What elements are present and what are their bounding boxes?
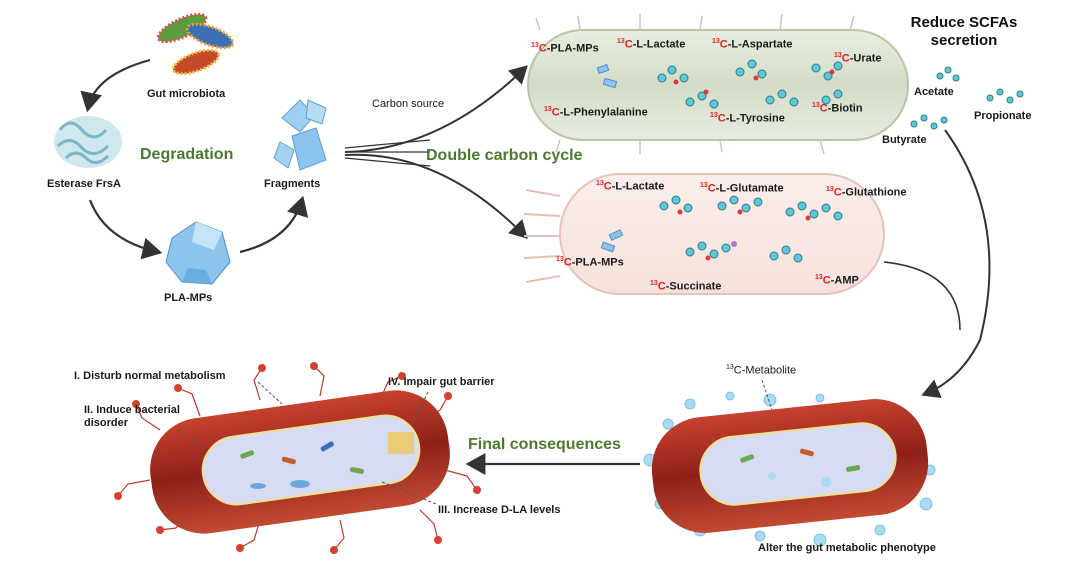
- gut-microbiota-label: Gut microbiota: [147, 88, 226, 100]
- cycle-arrow-microbiota-to-esterase: [80, 58, 151, 113]
- lower-pla-mps-label: 13C-PLA-MPs: [556, 256, 624, 269]
- propionate-label: Propionate: [974, 110, 1032, 122]
- degradation-label: Degradation: [140, 146, 234, 163]
- lower-amp-label: 13C-AMP: [815, 274, 859, 287]
- carbon-arrow-upper: [344, 65, 528, 153]
- lower-succinate-label: 13C-Succinate: [650, 280, 722, 293]
- carbon-arrow-lower: [344, 153, 528, 239]
- consequence-iii-label: III. Increase D-LA levels: [438, 504, 561, 516]
- pla-mps-label: PLA-MPs: [164, 292, 213, 304]
- fragments-label: Fragments: [264, 178, 321, 190]
- final-consequences-label: Final consequences: [468, 436, 621, 453]
- butyrate-label: Butyrate: [882, 134, 927, 146]
- gut-microbiota-illustration: [156, 12, 235, 76]
- scfa-title: Reduce SCFAs secretion: [910, 14, 1018, 49]
- upper-biotin-label: 13C-Biotin: [812, 102, 863, 115]
- alter-phenotype-label: Alter the gut metabolic phenotype: [758, 542, 936, 554]
- impaired-gut-illustration: [114, 362, 481, 554]
- upper-bacterium: [527, 13, 909, 155]
- altered-gut-illustration: [643, 391, 936, 547]
- lower-l-glutamate-label: 13C-L-Glutamate: [700, 182, 784, 195]
- lower-glutathione-label: 13C-Glutathione: [826, 186, 907, 199]
- arrow-scfa-to-metabolite: [921, 129, 991, 399]
- lower-l-lactate-label: 13C-L-Lactate: [596, 180, 665, 193]
- upper-pla-mps-label: 13C-PLA-MPs: [531, 42, 599, 55]
- consequence-i-label: I. Disturb normal metabolism: [74, 370, 226, 382]
- upper-l-aspartate-label: 13C-L-Aspartate: [712, 38, 793, 51]
- esterase-protein-illustration: [54, 116, 122, 168]
- pla-mps-illustration: [165, 221, 231, 285]
- upper-l-lactate-label: 13C-L-Lactate: [617, 38, 686, 51]
- fragments-illustration: [273, 99, 327, 171]
- consequence-ii-label: II. Induce bacterial disorder: [84, 404, 180, 429]
- cycle-arrow-pla-to-fragments: [239, 195, 309, 254]
- acetate-label: Acetate: [914, 86, 954, 98]
- esterase-label: Esterase FrsA: [47, 178, 121, 190]
- double-carbon-cycle-label: Double carbon cycle: [426, 147, 583, 164]
- upper-urate-label: 13C-Urate: [834, 52, 882, 65]
- upper-l-tyrosine-label: 13C-L-Tyrosine: [710, 112, 785, 125]
- lower-bacterium: [523, 173, 885, 295]
- scfa-molecules: [910, 66, 1024, 130]
- consequence-iv-label: IV. Impair gut barrier: [388, 376, 495, 388]
- upper-l-phenylalanine-label: 13C-L-Phenylalanine: [544, 106, 648, 119]
- metabolite-label: 13C-Metabolite: [726, 364, 797, 377]
- carbon-source-label: Carbon source: [372, 98, 445, 110]
- cycle-arrow-esterase-to-pla: [88, 199, 163, 260]
